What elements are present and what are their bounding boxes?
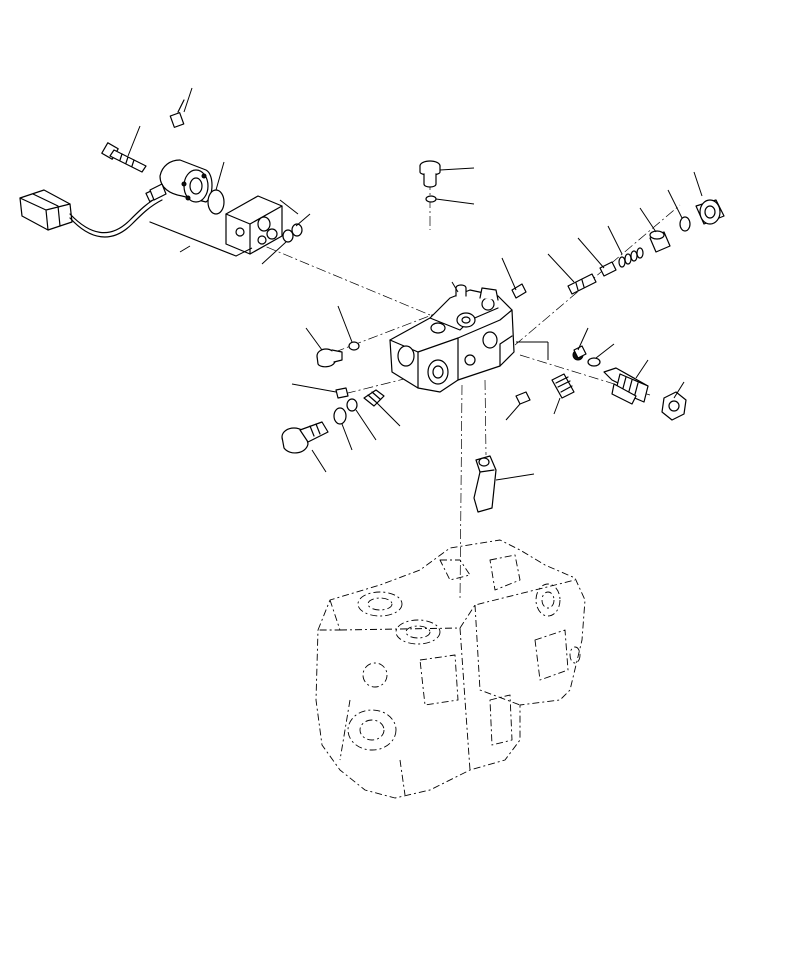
o-ring-solenoid bbox=[207, 189, 225, 215]
o-ring-top bbox=[425, 195, 437, 203]
o-ring-c bbox=[346, 398, 358, 412]
bracket bbox=[473, 455, 497, 513]
plug-large bbox=[281, 421, 329, 454]
o-ring-adapter-2 bbox=[291, 223, 303, 237]
nut bbox=[661, 391, 687, 421]
bolt-small bbox=[169, 99, 185, 128]
fitting-b bbox=[515, 391, 531, 405]
o-ring-a bbox=[348, 341, 360, 351]
pin bbox=[599, 261, 617, 277]
pump-housing bbox=[315, 539, 586, 799]
o-ring-b bbox=[333, 407, 347, 425]
o-ring-e bbox=[587, 357, 601, 367]
orifice-plug bbox=[335, 387, 349, 399]
leader-lines bbox=[127, 87, 703, 481]
o-ring-adapter-1 bbox=[282, 229, 294, 243]
screw bbox=[551, 373, 575, 399]
cap bbox=[695, 199, 725, 225]
solenoid-valve bbox=[149, 159, 213, 203]
bolt-long bbox=[101, 142, 147, 173]
spring bbox=[618, 247, 644, 268]
o-ring-d bbox=[679, 216, 691, 232]
spool-small bbox=[567, 273, 597, 295]
fitting-a bbox=[363, 389, 385, 407]
plug-a bbox=[316, 348, 343, 368]
sleeve bbox=[649, 230, 671, 253]
plug-b bbox=[511, 283, 527, 299]
adapter-block bbox=[149, 195, 283, 257]
connector-harness bbox=[19, 186, 164, 238]
valve-body bbox=[389, 284, 515, 393]
spool-large bbox=[603, 367, 649, 405]
plug-top bbox=[419, 160, 441, 188]
